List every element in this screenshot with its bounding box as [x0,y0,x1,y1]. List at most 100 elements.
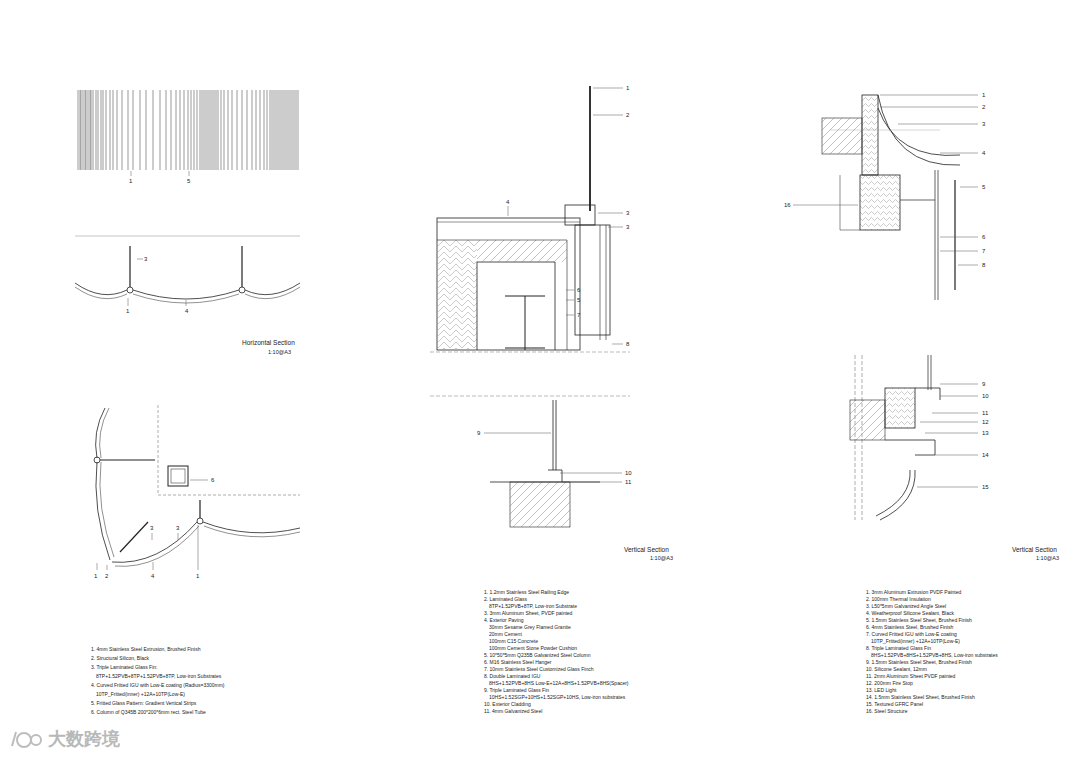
note-text: 9. Triple Laminated Glass Fin [484,688,549,693]
note-text: 10. Silicone Sealant, 12mm [866,667,927,672]
note-text: 5. 10*50*5mm Q235B Galvanized Steel Colu… [484,653,590,658]
callout-number: 1 [982,92,985,98]
callout-number: 1 [626,85,629,91]
callout-number: 3 [176,525,179,531]
note-text: 14. 1.5mm Stainless Steel Sheet, Brushed… [866,695,975,700]
note-text: 11. 2mm Aluminum Sheet PVDF painted [866,674,955,679]
callout-number: 8 [982,262,985,268]
callout-number: 3 [144,256,147,262]
callout-number: 14 [982,452,989,458]
callout-number: 2 [626,112,629,118]
callout-number: 10 [625,470,632,476]
note-text: 10HS+1.52SGP+10HS+1.52SGP+10HS, Low-iron… [489,695,625,700]
note-text: 16. Steel Structure [866,709,907,714]
horizontal-section [75,236,300,306]
callout-number: 6 [982,234,985,240]
callout-number: 4 [151,573,154,579]
note-text: 1. 1.2mm Stainless Steel Railing Edge [484,590,569,595]
note-text: 8HS+1.52PVB+8HS+1.52PVB+8HS, Low-iron su… [871,653,998,658]
note-text: 3. L50*5mm Galvanized Angle Steel [866,604,946,609]
note-text: 8TP+1.52PVB+8TP, Low-iron Substrate [489,604,577,609]
callout-number: 11 [982,410,988,416]
section-title: Horizontal Section [242,340,295,347]
note-text: 30mm Sesame Grey Flamed Granite [489,625,571,630]
note-text: 10TP_Fritted(inner) +12A+10TP(Low-E) [96,692,185,697]
note-text: 1. 4mm Stainless Steel Extrusion, Brushe… [91,647,201,652]
section-title: Vertical Section [624,547,669,554]
callout-number: 3 [982,121,985,127]
section-title: Vertical Section [1012,547,1057,554]
callout-number: 7 [982,248,985,254]
watermark-logo [12,732,41,747]
note-text: 2. Laminated Glass [484,597,527,602]
note-text: 4. Curved Fritted IGU with Low-E coating… [91,683,225,688]
note-text: 4. Exterior Paving [484,618,523,623]
note-text: 6. Column of Q345B 200*200*6mm rect. Ste… [91,710,206,715]
callout-number: 12 [982,419,989,425]
callout-number: 1 [196,573,199,579]
scale-text: 1:10@A3 [650,556,673,562]
note-text: 100mm C15 Concrete [489,639,538,644]
scale-text: 1:10@A3 [1036,556,1059,562]
callout-number: 4 [185,308,188,314]
vertical-section-canopy [793,95,978,300]
frit-pattern [78,90,298,170]
callout-number: 15 [982,484,989,490]
plan-detail [94,405,300,570]
callout-number: 13 [982,430,989,436]
note-text: 6. 4mm Stainless Steel, Brushed Finish [866,625,953,630]
callout-number: 9 [477,430,480,436]
callout-number: 6 [211,477,214,483]
note-text: 6. M16 Stainless Steel Hanger [484,660,552,665]
note-text: 20mm Cement [489,632,522,637]
callout-number: 10 [982,393,989,399]
callout-number: 4 [506,199,509,205]
note-text: 13. LED Light [866,688,896,693]
note-text: 2. Structural Silicon, Black [91,656,149,661]
note-text: 10. Exterior Cladding [484,702,531,707]
callout-number: 1 [126,308,129,314]
note-text: 8. Triple Laminated Glass Fin [866,646,931,651]
callout-number: 11 [625,479,631,485]
note-text: 8. Double Laminated IGU [484,674,540,679]
callout-number: 2 [982,104,985,110]
note-text: 4. Weatherproof Silicone Sealant, Black [866,611,954,616]
note-text: 2. 100mm Thermal Insulation [866,597,931,602]
note-text: 3. Triple Laminated Glass Fin: [91,665,157,670]
note-text: 11. 4mm Galvanized Steel [484,709,542,714]
note-text: 5. 1.5mm Stainless Steel Sheet, Brushed … [866,618,972,623]
note-text: 3. 3mm Aluminum Sheet, PVDF painted [484,611,572,616]
callout-number: 1 [94,573,97,579]
vertical-section-soffit [850,355,978,520]
vertical-section-floor [430,86,630,527]
callout-number: 9 [982,381,985,387]
note-text: 8TP+1.52PVB+8TP+1.52PVB+8TP, Low-iron Su… [96,674,221,679]
callout-number: 3 [150,525,153,531]
callout-number: 1 [129,178,132,184]
callout-number: 3 [626,210,629,216]
scale-text: 1:10@A3 [268,350,291,356]
callout-number: 7 [577,312,580,318]
note-text: 12. 200mm Fire Stop [866,681,913,686]
note-text: 1. 3mm Aluminum Extrusion PVDF Painted [866,590,961,595]
callout-number: 16 [784,202,791,208]
callout-number: 3 [626,224,629,230]
callout-number: 5 [187,178,190,184]
note-text: 100mm Cement Stone Powder Cushion [489,646,577,651]
note-text: 7. 10mm Stainless Steel Customized Glass… [484,667,594,672]
watermark: 大数跨境 [48,730,120,748]
callout-number: 5 [982,184,985,190]
note-text: 9. 1.5mm Stainless Steel Sheet, Brushed … [866,660,972,665]
callout-number: 8 [626,341,629,347]
note-text: 5. Fritted Glass Pattern: Gradient Verti… [91,701,196,706]
callout-number: 5 [577,297,580,303]
leader-line [131,171,189,176]
note-text: 10TP_Fritted(inner) +12A+10TP(Low-E) [871,639,960,644]
callout-number: 6 [577,287,580,293]
note-text: 8HS+1.52PVB+8HS Low-E+12A+8HS+1.52PVB+8H… [489,681,629,686]
note-text: 7. Curved Fritted IGU with Low-E coating [866,632,957,637]
callout-number: 4 [982,150,985,156]
note-text: 15. Textured GFRC Panel [866,702,923,707]
callout-number: 2 [105,573,108,579]
